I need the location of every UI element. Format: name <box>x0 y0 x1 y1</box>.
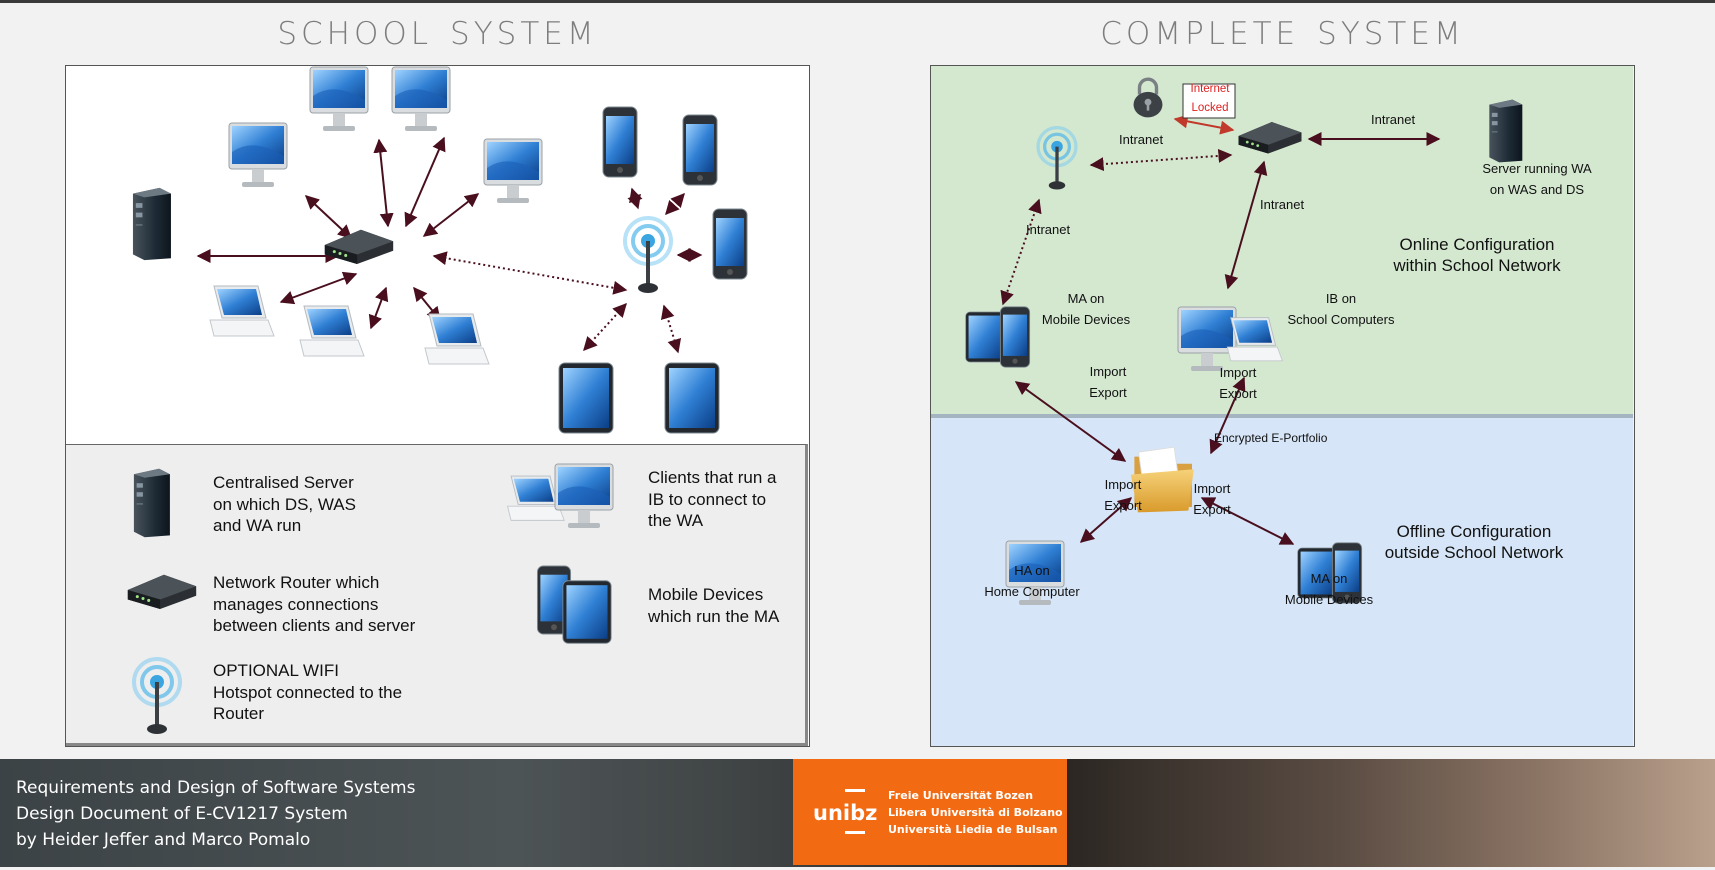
complete-system-diagram: Internet Locked Intranet Intranet Intran… <box>930 65 1635 747</box>
ma-online-label: MA on Mobile Devices <box>1026 288 1146 330</box>
school-network-graphic <box>132 66 748 434</box>
export-label: Export <box>1104 498 1142 513</box>
import-export-label-school: Import Export <box>1213 362 1263 404</box>
ma-offline-label: MA on Mobile Devices <box>1269 568 1389 610</box>
footer-credits: Requirements and Design of Software Syst… <box>16 775 415 853</box>
school-system-title: school system <box>277 4 598 55</box>
offline-configuration-title: Offline Configuration outside School Net… <box>1369 521 1579 563</box>
intranet-label-wifi: Intranet <box>1119 132 1164 147</box>
desktop-computer-icon <box>309 66 369 132</box>
online-configuration-title: Online Configuration within School Netwo… <box>1377 234 1577 276</box>
server-label-line2: on WAS and DS <box>1489 182 1585 197</box>
server-label-line1: Server running WA <box>1482 161 1592 176</box>
solid-links <box>1014 132 1441 545</box>
ma-online-line1: MA on <box>1067 291 1105 306</box>
university-name-it: Libera Università di Bolzano <box>888 806 1063 819</box>
footer-bar: Requirements and Design of Software Syst… <box>0 759 1715 867</box>
ha-line1: HA on <box>1014 563 1050 578</box>
export-label: Export <box>1089 385 1127 400</box>
import-export-label-home: Import Export <box>1098 474 1148 516</box>
university-names: Freie Universität Bozen Libera Universit… <box>888 787 1063 838</box>
legend-clients-text: Clients that run a IB to connect to the … <box>648 468 777 530</box>
laptop-icon <box>424 313 490 365</box>
internet-locked-arrow <box>1173 114 1235 135</box>
online-title-line1: Online Configuration <box>1399 235 1555 254</box>
complete-system-graphic <box>965 77 1523 606</box>
offline-title-line1: Offline Configuration <box>1396 522 1552 541</box>
desktop-computer-icon <box>483 138 543 204</box>
ma-offline-line2: Mobile Devices <box>1284 592 1374 607</box>
ha-label: HA on Home Computer <box>977 560 1087 602</box>
ma-online-line2: Mobile Devices <box>1041 312 1131 327</box>
export-label: Export <box>1219 386 1257 401</box>
intranet-label-server: Intranet <box>1371 112 1416 127</box>
logo-bar-bottom <box>845 831 865 834</box>
intranet-label-mobile: Intranet <box>1026 222 1071 237</box>
logo-bar-top <box>845 789 865 792</box>
intranet-label-school: Intranet <box>1260 197 1305 212</box>
unibz-logo: unibz Freie Universität Bozen Libera Uni… <box>793 759 1067 865</box>
import-label: Import <box>1104 477 1142 492</box>
desktop-computer-icon <box>228 122 288 188</box>
wifi-connections <box>432 187 703 354</box>
wifi-hotspot-icon <box>132 657 182 736</box>
server-icon <box>132 187 171 261</box>
document-title: Design Document of E-CV1217 System <box>16 804 348 824</box>
ma-offline-line1: MA on <box>1310 571 1348 586</box>
logo-wordmark: unibz <box>813 801 878 825</box>
tablet-icon <box>965 311 1005 363</box>
smartphone-icon <box>602 106 638 178</box>
server-icon <box>133 468 170 538</box>
legend-server-text: Centralised Server on which DS, WAS and … <box>213 473 356 535</box>
ib-online-line1: IB on <box>1325 291 1357 306</box>
ib-online-label: IB on School Computers <box>1286 288 1396 330</box>
legend-mobile-text: Mobile Devices which run the MA <box>648 585 780 626</box>
dotted-links <box>1000 148 1233 306</box>
internet-label: Internet <box>1190 83 1230 95</box>
export-label: Export <box>1193 502 1231 517</box>
smartphone-icon <box>712 208 748 280</box>
encrypted-eportfolio-label: Encrypted E-Portfolio <box>1214 431 1328 445</box>
ha-line2: Home Computer <box>984 584 1080 599</box>
laptop-icon <box>209 285 275 337</box>
internet-locked-label: Internet Locked <box>1186 80 1234 118</box>
router-icon <box>127 574 197 609</box>
school-system-diagram: Centralised Server on which DS, WAS and … <box>65 65 810 747</box>
lock-icon <box>1131 77 1165 120</box>
authors: by Heider Jeffer and Marco Pomalo <box>16 830 311 850</box>
server-label: Server running WA on WAS and DS <box>1447 158 1627 200</box>
laptop-icon <box>299 305 365 357</box>
wifi-hotspot-icon <box>623 216 673 295</box>
locked-label: Locked <box>1191 102 1229 114</box>
router-icon <box>324 229 394 264</box>
legend-wifi-text: OPTIONAL WIFI Hotspot connected to the R… <box>213 661 403 723</box>
ib-online-line2: School Computers <box>1287 312 1395 327</box>
import-label: Import <box>1193 481 1231 496</box>
tablet-icon <box>562 580 612 644</box>
online-title-line2: within School Network <box>1393 256 1561 275</box>
wifi-hotspot-icon <box>1036 126 1078 192</box>
university-name-de: Freie Universität Bozen <box>888 789 1034 802</box>
tablet-icon <box>558 362 614 434</box>
top-strip <box>0 0 1715 3</box>
smartphone-icon <box>682 114 718 186</box>
offline-title-line2: outside School Network <box>1384 543 1564 562</box>
import-export-label-mobile: Import Export <box>1083 361 1133 403</box>
router-icon <box>1238 122 1302 154</box>
internet-locked-box <box>1182 83 1236 119</box>
import-label: Import <box>1219 365 1257 380</box>
desktop-computer-icon <box>391 66 451 132</box>
import-export-label-offline-mobile: Import Export <box>1187 478 1237 520</box>
complete-system-title: complete system <box>1100 4 1465 55</box>
tablet-icon <box>664 362 720 434</box>
legend-box: Centralised Server on which DS, WAS and … <box>66 444 808 746</box>
router-connections <box>196 136 480 330</box>
course-title: Requirements and Design of Software Syst… <box>16 778 416 798</box>
university-name-lld: Università Liedia de Bulsan <box>888 823 1058 836</box>
import-label: Import <box>1089 364 1127 379</box>
legend-router-text: Network Router which manages connections… <box>213 573 416 635</box>
server-icon <box>1489 99 1523 163</box>
